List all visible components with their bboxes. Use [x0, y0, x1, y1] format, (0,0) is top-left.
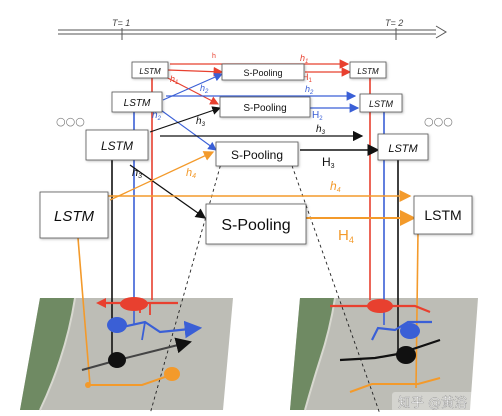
watermark: 知乎 @黄浴 — [392, 392, 494, 412]
pedestrians-right — [330, 299, 441, 393]
state-arrows — [108, 59, 416, 226]
right-ellipsis: ○○○ — [424, 115, 453, 128]
blue-trajectory-right — [371, 320, 432, 341]
label-H2: H2 — [312, 110, 323, 122]
label-h3-top: h3 — [196, 116, 206, 128]
orange-trajectory-right — [349, 377, 441, 393]
blue-trajectory — [117, 320, 203, 339]
timeline-start-label: T= 1 — [112, 18, 130, 28]
pedestrians-left — [81, 297, 203, 388]
label-h2: h2 — [152, 110, 162, 122]
svg-text:知乎 @黄浴: 知乎 @黄浴 — [398, 395, 467, 411]
svg-text:S-Pooling: S-Pooling — [243, 68, 282, 78]
label-h1: h1 — [170, 74, 178, 86]
black-trajectory — [81, 337, 192, 371]
s-pooling-2: S-Pooling — [219, 96, 311, 118]
label-h2-right: h2 — [305, 84, 314, 96]
svg-text:LSTM: LSTM — [357, 67, 379, 76]
lstm-right-3: LSTM — [377, 133, 429, 161]
label-h4-right: h4 — [330, 179, 341, 194]
svg-text:S-Pooling: S-Pooling — [231, 148, 283, 162]
left-ellipsis: ○○○ — [56, 115, 85, 128]
pedestrian-red — [120, 297, 148, 311]
pedestrian-black-right — [396, 346, 416, 364]
label-H4: H4 — [338, 227, 354, 245]
pedestrian-blue-right — [400, 323, 420, 339]
black-trajectory-right — [339, 338, 441, 362]
pooling-stack: S-Pooling S-Pooling S-Pooling S-Pooling — [205, 63, 311, 245]
svg-text:LSTM: LSTM — [124, 98, 151, 109]
s-pooling-1: S-Pooling — [221, 63, 305, 81]
timeline-end-label: T= 2 — [385, 18, 403, 28]
svg-text:S-Pooling: S-Pooling — [221, 217, 290, 234]
map-right — [290, 297, 478, 411]
timeline-arrowhead — [435, 25, 447, 39]
map-left — [20, 297, 233, 411]
label-H1: H1 — [302, 72, 313, 84]
orange-trajectory — [88, 375, 169, 386]
timeline: T= 1 T= 2 — [58, 18, 447, 40]
lstm-left-4: LSTM — [39, 191, 109, 239]
svg-text:LSTM: LSTM — [101, 139, 133, 153]
label-h4-top: h4 — [186, 167, 196, 180]
left-lstm-stack: LSTM LSTM LSTM LSTM — [39, 61, 169, 239]
label-h1-small: h — [212, 53, 216, 60]
projection-lines — [149, 159, 381, 415]
svg-text:LSTM: LSTM — [54, 208, 95, 225]
svg-text:LSTM: LSTM — [424, 207, 461, 223]
svg-text:S-Pooling: S-Pooling — [243, 103, 286, 114]
label-h1-top: h1 — [300, 53, 308, 65]
label-H3: H3 — [322, 155, 335, 170]
lstm-right-2: LSTM — [359, 93, 403, 113]
svg-text:LSTM: LSTM — [369, 99, 394, 109]
lstm-left-1: LSTM — [131, 61, 169, 79]
pedestrian-red-right — [367, 299, 393, 313]
s-pooling-4: S-Pooling — [205, 203, 307, 245]
lstm-right-1: LSTM — [349, 61, 387, 79]
pedestrian-orange — [164, 367, 180, 381]
hidden-state-labels: h h1 h1 H1 h2 h2 h2 H2 h3 h3 h3 H3 h4 h4… — [132, 53, 354, 245]
lstm-right-4: LSTM — [413, 195, 473, 235]
label-h3-right: h3 — [316, 124, 326, 136]
svg-text:LSTM: LSTM — [139, 67, 161, 76]
label-h3: h3 — [132, 167, 142, 180]
right-lstm-stack: LSTM LSTM LSTM LSTM — [349, 61, 473, 235]
pedestrian-blue — [107, 317, 127, 333]
lstm-left-2: LSTM — [111, 91, 163, 113]
label-h2-top: h2 — [200, 83, 209, 95]
s-pooling-3: S-Pooling — [215, 141, 299, 167]
pedestrian-black — [108, 352, 126, 368]
lstm-left-3: LSTM — [85, 129, 149, 161]
svg-text:LSTM: LSTM — [388, 143, 418, 155]
